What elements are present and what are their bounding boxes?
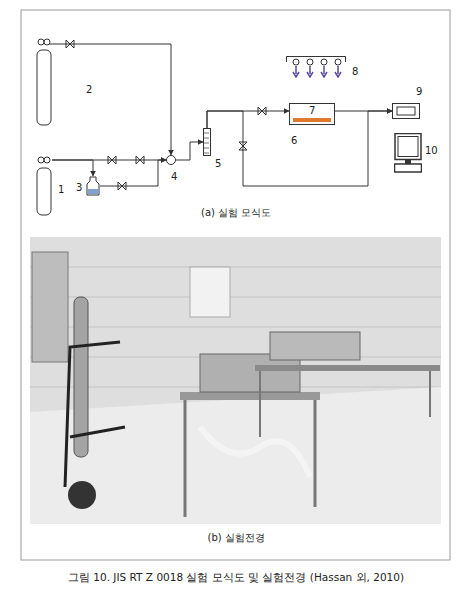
subfigure-label: (a) 실험 모식도 (201, 207, 271, 219)
monitor (395, 134, 421, 160)
analyzer-body (393, 104, 420, 119)
callout-number: 7 (309, 105, 315, 116)
humidifier-bottle: 3 (86, 176, 100, 196)
figure-frame (21, 10, 450, 560)
lamp-bulb (321, 59, 327, 65)
light-arrow (293, 66, 299, 77)
wall-notice (190, 267, 230, 317)
cylinder-symbol (36, 38, 52, 126)
cylinder-valve (44, 39, 50, 45)
lamp-bulb (293, 59, 299, 65)
photocatalyst-sample: 7 (293, 106, 331, 122)
cylinder-valve (38, 157, 44, 163)
cylinder-valve (38, 39, 44, 45)
light-arrow (307, 66, 313, 77)
junction-circle (167, 156, 176, 165)
floor (30, 387, 441, 524)
callout-number: 10 (425, 145, 438, 156)
gas-cylinder: 1 (36, 156, 52, 216)
callout-number: 4 (171, 171, 177, 182)
photo-background (30, 237, 441, 524)
cart-wheel (68, 481, 96, 509)
lamp-bulb (335, 59, 341, 65)
bench-legs (260, 371, 430, 437)
reaction-chamber: 67 (289, 103, 335, 125)
light-arrow (321, 66, 327, 77)
cylinder-body (37, 168, 51, 215)
gas-analyzer: 9 (392, 103, 420, 119)
callout-number: 6 (291, 135, 297, 146)
analyzer-box (270, 332, 360, 360)
subfigure-label: (b) 실험전경 (208, 532, 265, 544)
callout-number: 5 (215, 158, 221, 169)
cart-table (180, 392, 320, 400)
gas-line (207, 111, 289, 128)
callout-number: 2 (86, 84, 92, 95)
mixing-junction: 4 (166, 155, 176, 165)
chamber-outline (290, 104, 335, 125)
callout-number: 9 (416, 86, 422, 97)
lamp-bulb (307, 59, 313, 65)
analyzer-display (397, 107, 415, 115)
callout-number: 8 (352, 66, 358, 77)
flowmeter-tick (204, 153, 209, 154)
photo (30, 237, 441, 524)
gas-line (176, 142, 203, 160)
tubing (200, 427, 310, 477)
callout-number: 3 (76, 182, 82, 193)
cylinder-cart (65, 342, 125, 487)
gas-line (48, 44, 171, 155)
flowmeter-symbol (203, 128, 211, 156)
bottle-water (88, 189, 98, 194)
flowmeter-tick (204, 133, 209, 134)
cylinder-body (37, 50, 51, 125)
wall (30, 237, 441, 412)
bottle-symbol (86, 176, 100, 196)
cylinder-valve (44, 157, 50, 163)
junction-symbol (166, 155, 176, 165)
computer-symbol (394, 133, 422, 173)
light-arrow (335, 66, 341, 77)
analyzer-symbol (392, 103, 420, 119)
flowmeter: 5 (203, 128, 211, 156)
flowmeter-tick (204, 143, 209, 144)
light-source: 8 (286, 56, 346, 78)
flowmeter-tube (204, 129, 211, 156)
table-legs (185, 400, 315, 517)
gas-line (52, 160, 93, 176)
control-panel (32, 252, 68, 362)
figure-caption: 그림 10. JIS RT Z 0018 실험 모식도 및 실험전경 (Hass… (68, 570, 404, 584)
computer: 10 (394, 133, 422, 173)
gas-cylinder: 2 (36, 38, 52, 126)
computer-base (395, 164, 422, 172)
monitor-screen (398, 137, 418, 157)
bottle-outline (87, 177, 99, 195)
bench (255, 365, 440, 371)
flowmeter-tick (204, 148, 209, 149)
callout-number: 1 (58, 184, 64, 195)
cylinder-symbol (36, 156, 52, 216)
gas-line (100, 160, 166, 186)
sample-strip (293, 118, 331, 122)
flowmeter-tick (204, 138, 209, 139)
gas-line (335, 111, 392, 112)
lamp-symbol (286, 56, 346, 78)
